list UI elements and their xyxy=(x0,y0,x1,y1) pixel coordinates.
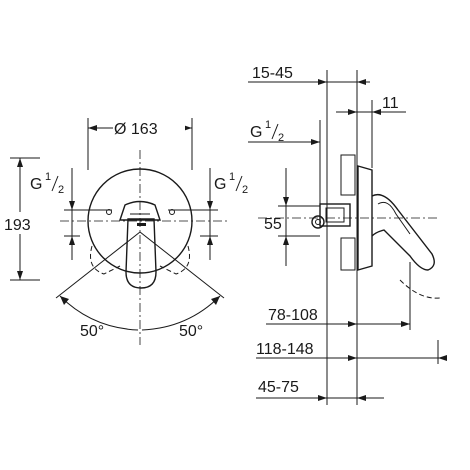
flange-label: 11 xyxy=(382,95,399,112)
right-rotation-arc xyxy=(159,245,190,275)
thread-front-left-g: G xyxy=(30,176,42,193)
lever-logo-mark xyxy=(137,223,146,226)
thread-front-left-slash xyxy=(51,175,59,192)
spacing-label: 55 xyxy=(264,216,282,233)
depth1-arrow-right xyxy=(401,321,410,327)
range-arrow-left xyxy=(318,79,327,85)
diameter-label: Ø 163 xyxy=(114,121,158,138)
thread-side-slash xyxy=(271,123,279,140)
right-thread-arrow-bottom xyxy=(207,236,213,245)
front-view: Ø 163 193 G 1 2 G 1 2 50 xyxy=(2,116,248,345)
wall-section-bottom xyxy=(340,237,356,271)
depth2-arrow-right xyxy=(438,355,447,361)
lever-handle xyxy=(125,218,157,289)
left-angle-arrow xyxy=(60,296,69,305)
thread-side-g: G xyxy=(250,124,262,141)
wall-range-label: 15-45 xyxy=(252,65,293,82)
handle-side xyxy=(371,193,435,271)
handle-rotation-arc xyxy=(399,279,441,299)
thread-front-left-den: 2 xyxy=(58,184,64,196)
thread-front-right-slash xyxy=(235,175,243,192)
angle-right-label: 50° xyxy=(179,323,203,340)
flange-arrow-left xyxy=(348,109,357,115)
right-angle-leg xyxy=(139,231,225,299)
side-view: 15-45 11 G 1 2 55 78-108 118-148 xyxy=(248,65,447,405)
lever-top xyxy=(119,200,161,221)
spacing-arrow-bottom xyxy=(283,236,289,245)
valve-body-inner xyxy=(325,207,345,223)
spacing-arrow-top xyxy=(283,197,289,206)
connection-port-inner xyxy=(315,219,321,225)
range-arrow-right xyxy=(357,79,366,85)
thread-front-right-den: 2 xyxy=(242,184,248,196)
depth3-arrow-right xyxy=(357,395,366,401)
left-angle-leg xyxy=(55,231,141,299)
right-thread-arrow-top xyxy=(207,201,213,210)
valve-body xyxy=(319,203,351,227)
depth3-label: 45-75 xyxy=(258,379,299,396)
height-label: 193 xyxy=(4,217,31,234)
left-rotation-arc xyxy=(90,245,121,275)
depth2-arrow-left xyxy=(348,355,357,361)
depth2-label: 118-148 xyxy=(256,341,314,358)
depth3-arrow-left xyxy=(318,395,327,401)
left-angle-arc xyxy=(59,295,139,331)
thread-front-right-num: 1 xyxy=(229,171,235,183)
handle-side-inner xyxy=(377,201,411,235)
right-angle-arrow xyxy=(211,296,220,305)
flange-arrow-right xyxy=(372,109,381,115)
right-angle-arc xyxy=(141,295,221,331)
angle-left-label: 50° xyxy=(80,323,104,340)
height-arrow-top xyxy=(17,158,23,167)
wall-section-top xyxy=(340,154,356,196)
diameter-arrow-right xyxy=(183,125,192,131)
thread-front-left-num: 1 xyxy=(45,171,51,183)
diameter-arrow-left xyxy=(88,125,97,131)
depth1-label: 78-108 xyxy=(268,307,318,324)
thread-side-den: 2 xyxy=(278,132,284,144)
left-thread-arrow-top xyxy=(69,201,75,210)
thread-front-right-g: G xyxy=(214,176,226,193)
thread-side-arrow xyxy=(311,139,320,145)
depth1-arrow-left xyxy=(348,321,357,327)
height-arrow-bottom xyxy=(17,271,23,280)
connection-port xyxy=(311,215,325,229)
thread-side-num: 1 xyxy=(265,119,271,131)
left-thread-arrow-bottom xyxy=(69,236,75,245)
cover-plate-side xyxy=(357,165,373,271)
